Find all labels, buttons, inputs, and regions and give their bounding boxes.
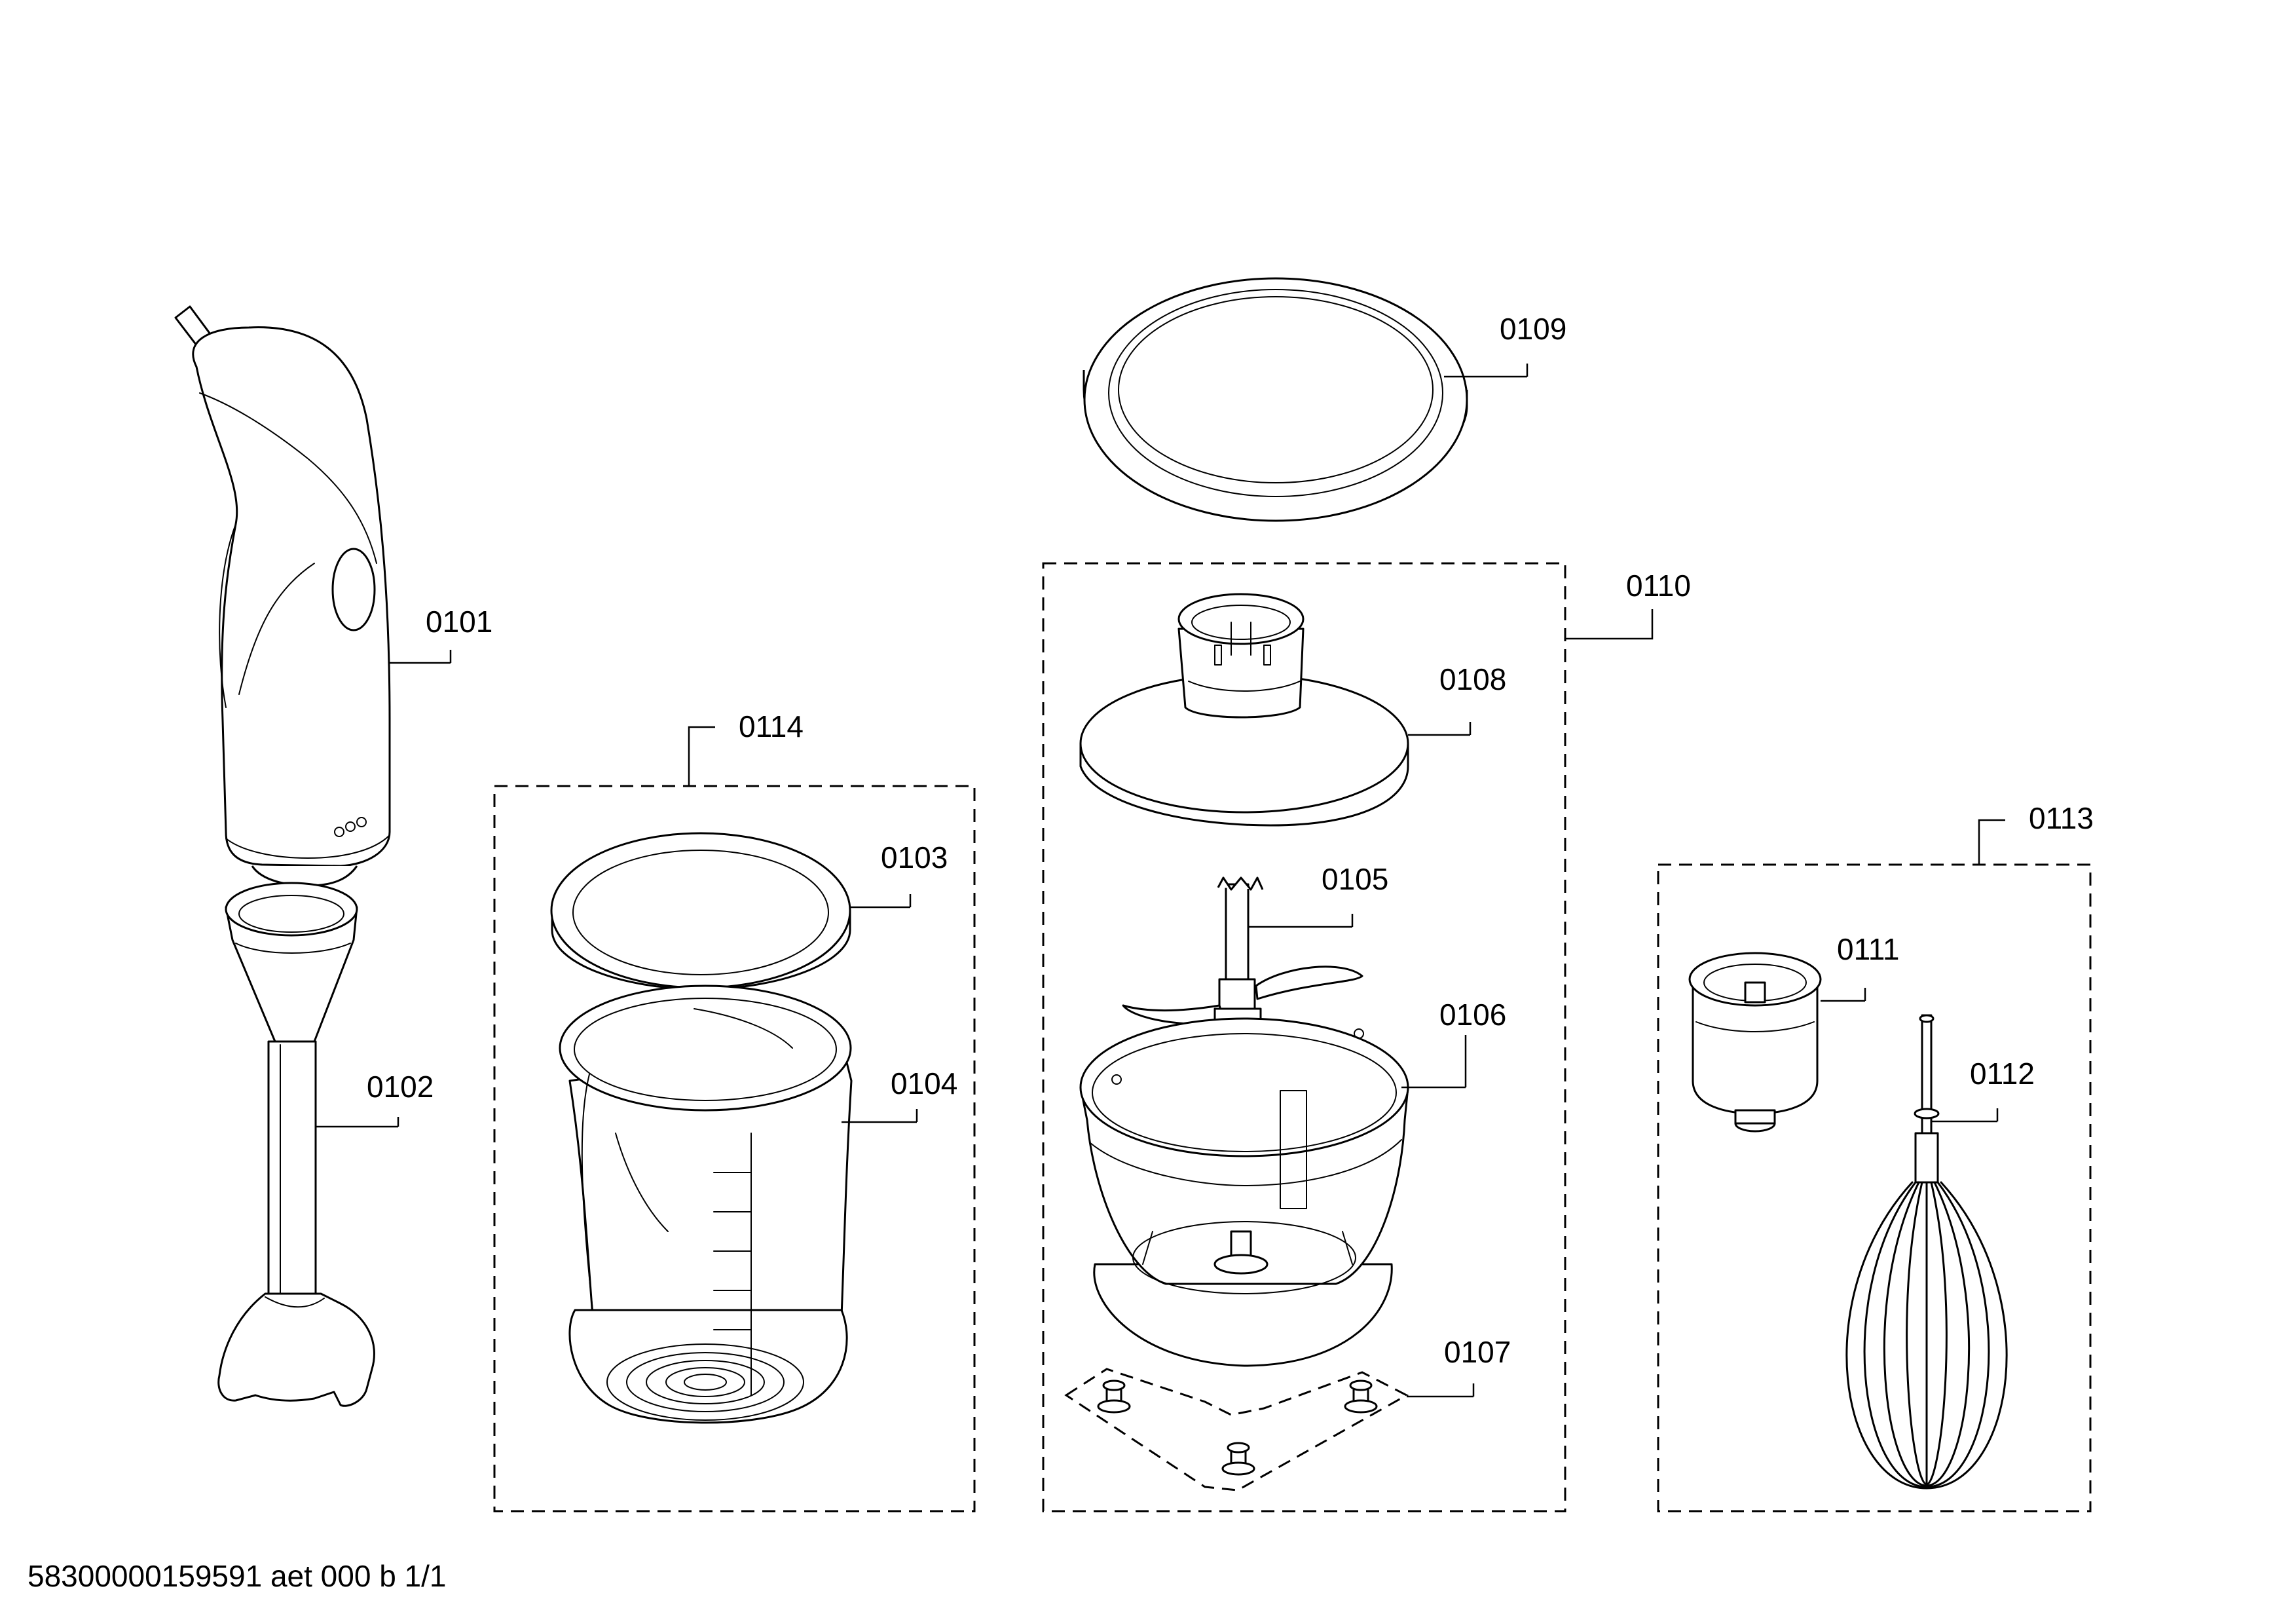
part-label-0108: 0108	[1439, 662, 1506, 696]
whisk-drawing	[1845, 1014, 2008, 1490]
part-label-0112: 0112	[1970, 1057, 2035, 1091]
foot-bottom	[1221, 1442, 1255, 1476]
beaker-drawing	[559, 985, 853, 1424]
part-label-0101: 0101	[426, 605, 492, 639]
leader-0114	[688, 726, 715, 786]
anti-slip-feet-drawing	[1064, 1368, 1409, 1492]
part-label-0113: 0113	[2029, 801, 2094, 835]
part-label-0104: 0104	[891, 1066, 957, 1100]
part-label-0111: 0111	[1837, 932, 1900, 966]
foot-right	[1344, 1379, 1378, 1414]
chopper-lid-drawing	[1083, 277, 1468, 522]
chopper-blade-drawing	[1122, 876, 1363, 1030]
part-label-0114: 0114	[739, 709, 804, 743]
whisk-adapter-drawing	[1688, 952, 1822, 1133]
foot-left	[1097, 1379, 1131, 1414]
leader-0113	[1978, 819, 2005, 865]
beaker-lid-drawing	[550, 832, 851, 990]
leader-0110	[1565, 609, 1654, 640]
group-box-0110	[1042, 562, 1566, 1512]
group-box-0113	[1657, 863, 2092, 1512]
motor-handle-drawing	[174, 305, 391, 887]
part-label-0110: 0110	[1626, 569, 1691, 603]
chopper-bowl-drawing	[1079, 1017, 1409, 1367]
part-label-0103: 0103	[881, 840, 948, 874]
part-label-0105: 0105	[1322, 862, 1388, 896]
part-label-0102: 0102	[367, 1070, 434, 1104]
drawing-reference-footer: 58300000159591 aet 000 b 1/1	[28, 1559, 447, 1593]
blending-shaft-drawing	[217, 882, 375, 1407]
part-label-0107: 0107	[1444, 1335, 1511, 1369]
gear-cover-drawing	[1079, 593, 1409, 827]
part-label-0109: 0109	[1500, 312, 1566, 346]
group-box-0114	[493, 785, 976, 1512]
part-label-0106: 0106	[1439, 998, 1506, 1032]
